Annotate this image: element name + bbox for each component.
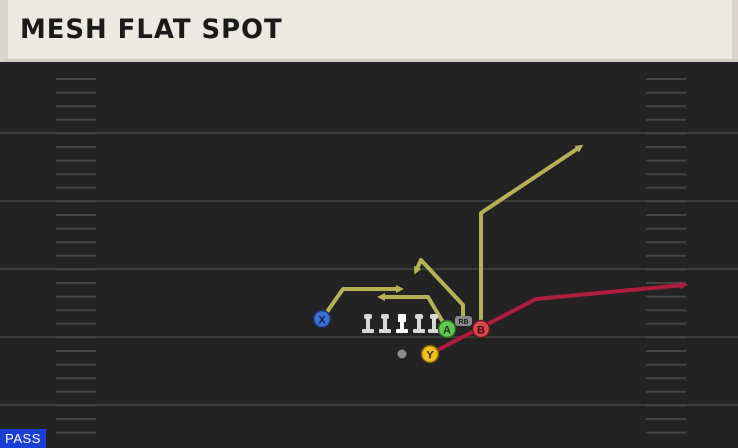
- right-guard: [413, 314, 425, 333]
- title-bar: MESH FLAT SPOT: [0, 0, 738, 62]
- yard-lines: [0, 132, 738, 406]
- center: [396, 314, 408, 333]
- player-rb[interactable]: RB: [455, 316, 472, 326]
- player-rb-label: RB: [458, 319, 468, 326]
- player-b[interactable]: B: [471, 319, 491, 339]
- player-y-label: Y: [426, 350, 434, 362]
- x-mesh-route: [320, 285, 404, 321]
- rb-spot-route: [414, 258, 465, 320]
- offensive-line: [362, 314, 440, 333]
- player-x-label: X: [318, 315, 326, 327]
- player-x[interactable]: X: [312, 309, 332, 329]
- play-title: MESH FLAT SPOT: [20, 14, 283, 45]
- player-y[interactable]: Y: [420, 344, 440, 364]
- y-flat-route: [429, 281, 688, 356]
- quarterback-marker: [397, 349, 407, 359]
- play-type-badge: PASS: [0, 429, 46, 448]
- field-turf: [0, 62, 738, 448]
- player-a[interactable]: A: [437, 319, 457, 339]
- a-mesh-route: [377, 293, 449, 331]
- player-a-label: A: [443, 325, 451, 337]
- left-tackle: [362, 314, 374, 333]
- right-tackle: [428, 314, 440, 333]
- left-guard: [379, 314, 391, 333]
- play-field: X A RB B Y: [0, 62, 738, 448]
- player-b-label: B: [477, 325, 485, 337]
- b-post-route: [479, 144, 584, 327]
- hash-marks: [56, 78, 686, 434]
- routes: [320, 144, 688, 356]
